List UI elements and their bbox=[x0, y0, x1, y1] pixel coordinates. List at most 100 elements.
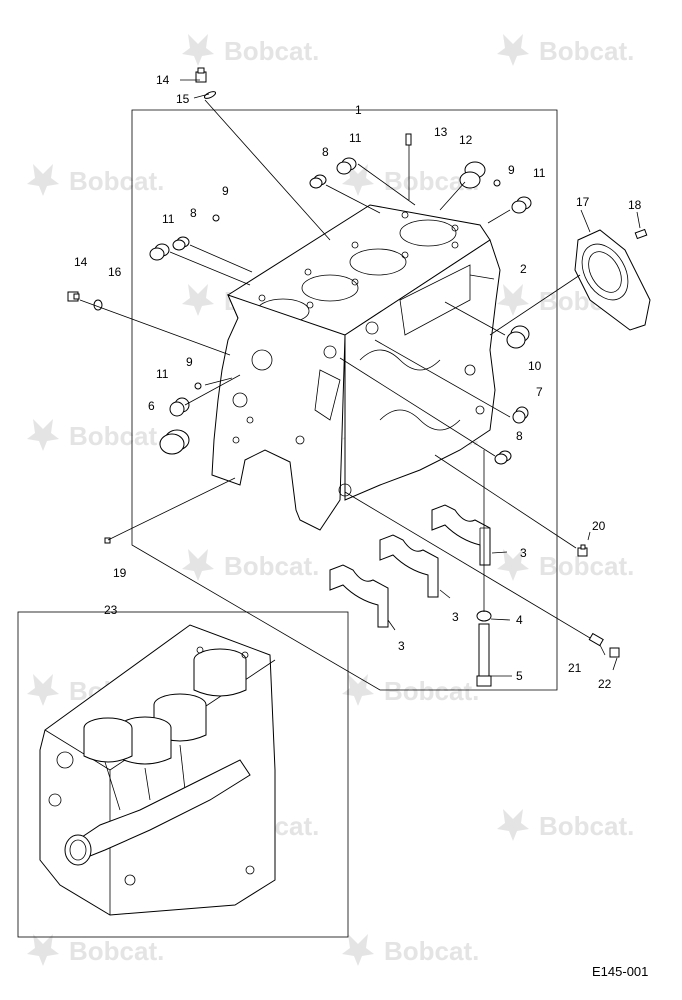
callout-9-top: 9 bbox=[508, 163, 515, 177]
bushing-6 bbox=[159, 429, 190, 455]
o-ring-15 bbox=[203, 91, 217, 99]
callout-13: 13 bbox=[434, 125, 448, 139]
svg-text:Bobcat.: Bobcat. bbox=[224, 36, 319, 66]
watermark: Bobcat. bbox=[497, 549, 634, 581]
callout-12: 12 bbox=[459, 133, 473, 147]
cylinder-block bbox=[211, 204, 501, 531]
plug-14-top bbox=[195, 67, 207, 83]
callout-16: 16 bbox=[108, 265, 122, 279]
bobcat-logo-icon bbox=[342, 934, 374, 966]
bobcat-logo-icon bbox=[182, 549, 214, 581]
bobcat-logo-icon bbox=[497, 284, 529, 316]
piston bbox=[83, 717, 133, 763]
assembly-frame-1 bbox=[131, 109, 558, 691]
plug-12 bbox=[459, 161, 486, 189]
washer-4 bbox=[476, 610, 492, 622]
callout-3-right: 3 bbox=[520, 546, 527, 560]
callout-22: 22 bbox=[598, 677, 612, 691]
bearing-cap-3-left bbox=[329, 564, 389, 628]
plug-11-a bbox=[336, 157, 357, 175]
bobcat-logo-icon bbox=[27, 674, 59, 706]
seal-housing-17 bbox=[574, 229, 651, 331]
inset-engine-assembly bbox=[39, 624, 276, 916]
fitting-21 bbox=[588, 632, 604, 647]
callout-14-side: 14 bbox=[74, 255, 88, 269]
svg-text:Bobcat.: Bobcat. bbox=[224, 551, 319, 581]
callout-labels: 1 2 3 3 3 4 5 6 7 8 8 8 9 9 9 10 11 11 1… bbox=[74, 73, 642, 691]
callout-20: 20 bbox=[592, 519, 606, 533]
washer-16 bbox=[93, 299, 103, 311]
callout-23: 23 bbox=[104, 603, 118, 617]
callout-9-lower: 9 bbox=[186, 355, 193, 369]
svg-text:Bobcat.: Bobcat. bbox=[384, 676, 479, 706]
watermark-layer: Bobcat. Bobcat. Bobcat. Bobcat. Bobcat. … bbox=[27, 34, 634, 966]
crankshaft-gear bbox=[64, 834, 92, 866]
plug-9-b bbox=[212, 214, 220, 222]
bolt-18 bbox=[634, 228, 648, 240]
plug-11-c bbox=[149, 243, 170, 261]
bobcat-logo-icon bbox=[182, 34, 214, 66]
watermark: Bobcat. bbox=[27, 419, 164, 451]
bearing-cap-3-right bbox=[431, 504, 491, 566]
callout-3-left: 3 bbox=[398, 639, 405, 653]
watermark: Bobcat. bbox=[182, 34, 319, 66]
callout-3-middle: 3 bbox=[452, 610, 459, 624]
plug-8-c bbox=[494, 450, 512, 465]
plug-7 bbox=[512, 406, 529, 424]
svg-text:Bobcat.: Bobcat. bbox=[69, 166, 164, 196]
plug-9-a bbox=[493, 179, 501, 187]
plug-14-side bbox=[67, 291, 80, 302]
dowel-pin-13 bbox=[405, 133, 412, 146]
bobcat-logo-icon bbox=[27, 934, 59, 966]
svg-text:Bobcat.: Bobcat. bbox=[384, 936, 479, 966]
svg-text:Bobcat.: Bobcat. bbox=[539, 36, 634, 66]
watermark: Bobcat. bbox=[497, 34, 634, 66]
piston bbox=[193, 648, 247, 697]
callout-11-lower: 11 bbox=[156, 367, 169, 381]
bolt-5 bbox=[476, 623, 492, 687]
callout-9-left: 9 bbox=[222, 184, 229, 198]
bobcat-logo-icon bbox=[342, 674, 374, 706]
plug-11-b bbox=[511, 196, 532, 214]
bobcat-logo-icon bbox=[27, 419, 59, 451]
svg-text:Bobcat.: Bobcat. bbox=[69, 421, 164, 451]
svg-text:Bobcat.: Bobcat. bbox=[539, 811, 634, 841]
parts bbox=[67, 67, 651, 687]
plug-20 bbox=[577, 544, 588, 557]
plug-8-b bbox=[172, 236, 190, 251]
plug-8-a bbox=[309, 174, 327, 189]
watermark: Bobcat. bbox=[342, 164, 479, 196]
bobcat-logo-icon bbox=[182, 284, 214, 316]
callout-4: 4 bbox=[516, 613, 523, 627]
figure-reference-code: E145-001 bbox=[592, 964, 648, 979]
leader-lines bbox=[79, 79, 641, 677]
bobcat-logo-icon bbox=[27, 164, 59, 196]
plug-9-c bbox=[194, 382, 202, 390]
callout-11-right: 11 bbox=[533, 166, 546, 180]
watermark: Bobcat. bbox=[497, 809, 634, 841]
callout-5: 5 bbox=[516, 669, 523, 683]
callout-10: 10 bbox=[528, 359, 542, 373]
callout-8-left: 8 bbox=[190, 206, 197, 220]
plug-10 bbox=[506, 325, 530, 349]
bobcat-logo-icon bbox=[342, 164, 374, 196]
callout-8-right: 8 bbox=[516, 429, 523, 443]
callout-11-top: 11 bbox=[349, 131, 362, 145]
callout-11-left: 11 bbox=[162, 212, 175, 226]
pin-19 bbox=[104, 537, 111, 544]
callout-7: 7 bbox=[536, 385, 543, 399]
bobcat-logo-icon bbox=[497, 549, 529, 581]
callout-6: 6 bbox=[148, 399, 155, 413]
callout-14-top: 14 bbox=[156, 73, 170, 87]
bearing-cap-3-middle bbox=[379, 534, 439, 598]
inset-frame-23 bbox=[17, 611, 349, 938]
bobcat-logo-icon bbox=[497, 34, 529, 66]
watermark: Bobcat. bbox=[27, 164, 164, 196]
bobcat-logo-icon bbox=[497, 809, 529, 841]
svg-text:Bobcat.: Bobcat. bbox=[69, 936, 164, 966]
callout-19: 19 bbox=[113, 566, 127, 580]
callout-21: 21 bbox=[568, 661, 582, 675]
callout-8-top: 8 bbox=[322, 145, 329, 159]
plug-22 bbox=[609, 647, 620, 658]
